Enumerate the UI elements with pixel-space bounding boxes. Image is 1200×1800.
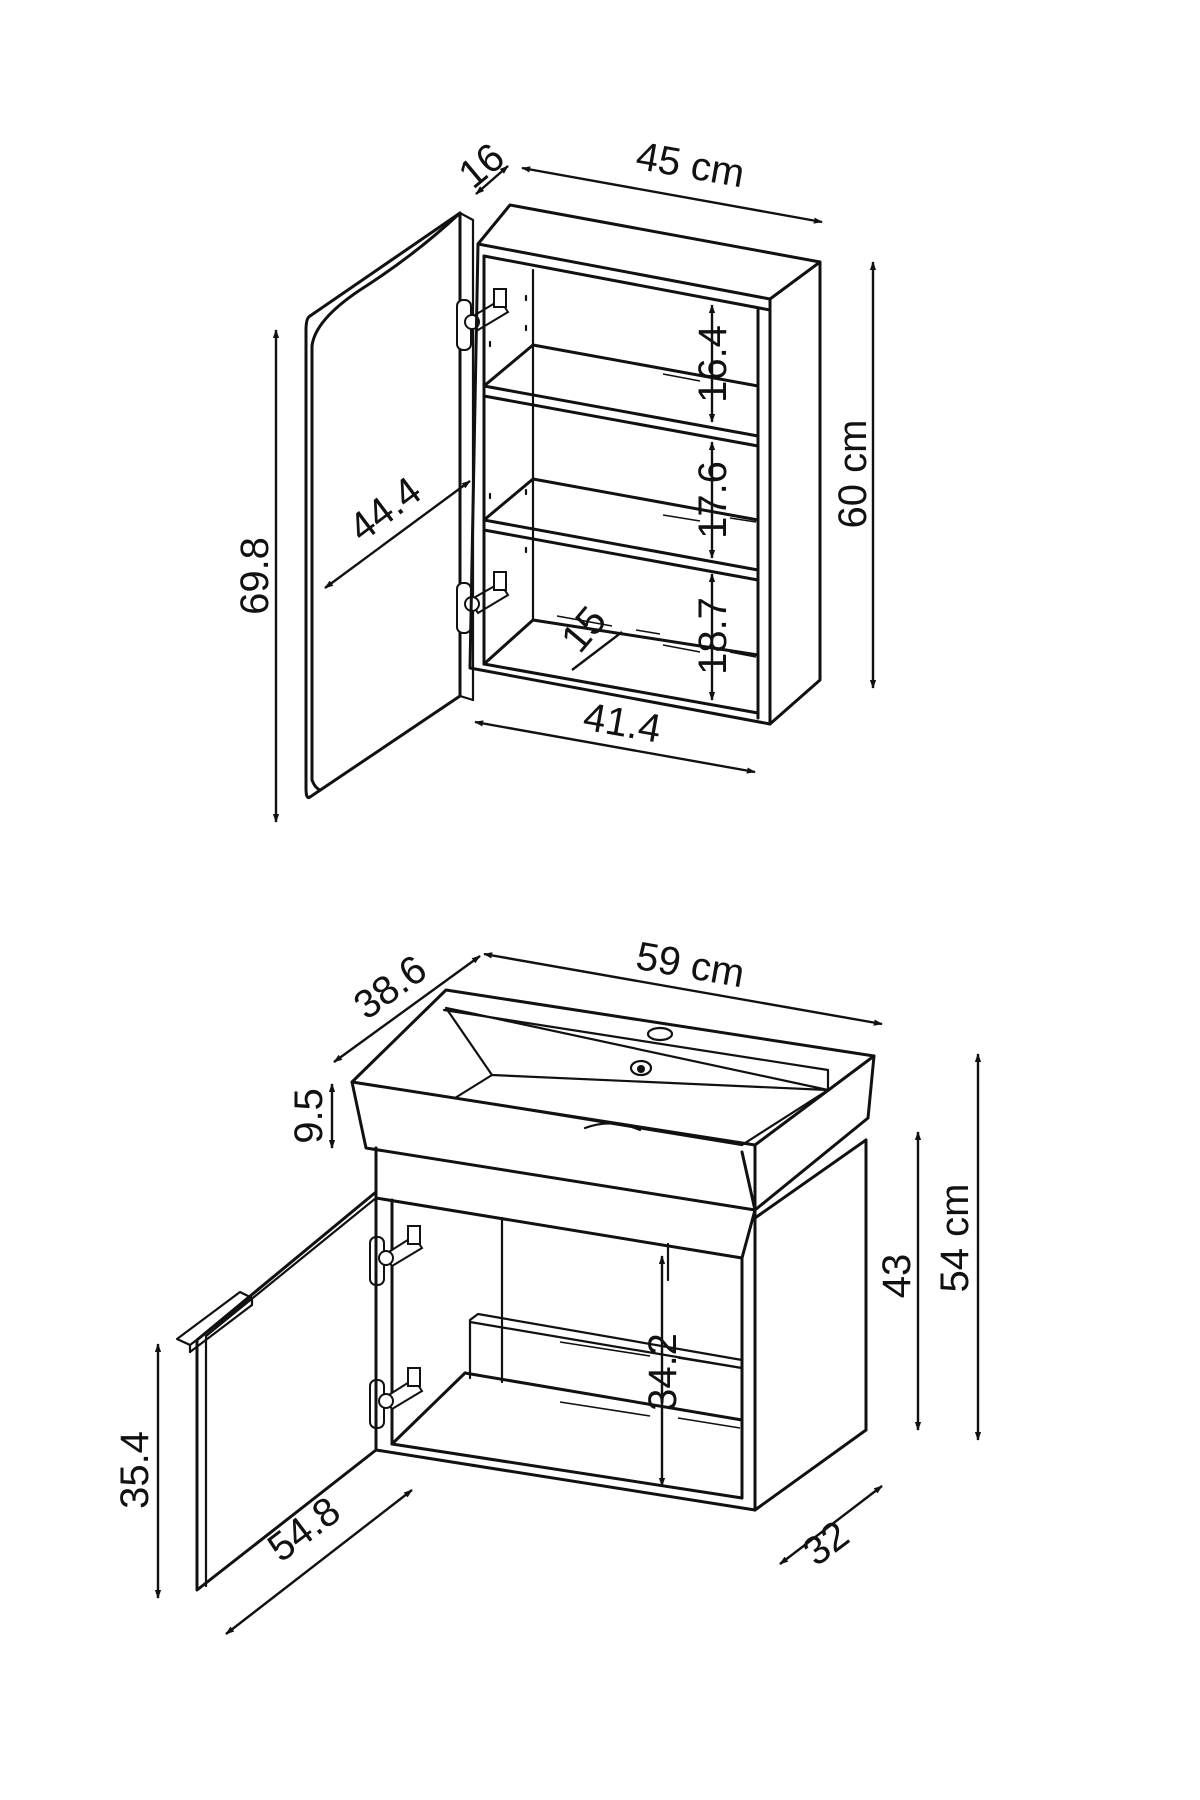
dim-label-shelf-middle: 17.6 [691, 461, 735, 539]
hinge-icon [369, 1367, 424, 1429]
dimension-cabinet-depth: 32 [779, 1485, 883, 1575]
dimension-cabinet-height: 60 cm [831, 261, 877, 689]
dim-label-door-width: 44.4 [341, 469, 430, 551]
dimension-vanity-total-height: 54 cm [933, 1053, 982, 1441]
dim-label-cabinet-height: 43 [875, 1254, 919, 1299]
dim-label-vanity-width: 59 cm [633, 934, 748, 996]
dimension-door-height: 69.8 [233, 329, 280, 823]
dim-label-inner-height: 34.2 [641, 1333, 685, 1411]
dim-label-cabinet-depth: 16 [450, 135, 512, 197]
mirror-cabinet-body [468, 203, 822, 726]
vanity-unit: 38.6 59 cm 9.5 54 cm 43 34. [113, 934, 982, 1635]
dim-label-shelf-top: 16.4 [691, 325, 735, 403]
hinge-icon [369, 1225, 424, 1286]
shelf [482, 477, 760, 582]
handle-icon [175, 1290, 254, 1354]
dim-label-door-height: 35.4 [113, 1431, 157, 1509]
dimension-vanity-depth: 38.6 [333, 947, 481, 1063]
mirror-cabinet: 69.8 44.4 16 45 cm 60 cm 16.4 [233, 134, 877, 823]
shelf [482, 343, 760, 448]
dimension-cabinet-depth: 16 [450, 135, 512, 197]
dim-label-cabinet-height: 60 cm [831, 420, 875, 529]
dimension-cabinet-height: 43 [875, 1131, 922, 1431]
vanity-cabinet [374, 1138, 868, 1512]
dimension-cabinet-width: 45 cm [521, 134, 823, 224]
dimension-door-width: 44.4 [324, 469, 471, 589]
dim-label-door-width: 54.8 [260, 1489, 349, 1571]
dimension-inner-height: 34.2 [559, 1255, 741, 1487]
dimension-vanity-width: 59 cm [483, 934, 883, 1026]
dim-label-basin-height: 9.5 [287, 1088, 331, 1144]
dimension-door-height: 35.4 [113, 1343, 162, 1599]
vanity-door [195, 1190, 378, 1592]
dimension-shelf-depth: 15 [553, 598, 661, 671]
dim-label-vanity-total-height: 54 cm [933, 1184, 977, 1293]
dimension-door-width: 54.8 [225, 1489, 413, 1635]
dim-label-shelf-bottom: 18.7 [691, 597, 735, 675]
dim-label-cabinet-width: 45 cm [633, 134, 748, 196]
dimension-shelf-middle: 17.6 [662, 441, 757, 559]
dim-label-shelf-depth: 15 [553, 598, 615, 660]
washbasin [350, 988, 876, 1212]
dimension-shelf-top: 16.4 [662, 304, 757, 423]
dim-label-cabinet-depth: 32 [795, 1513, 857, 1575]
hinge-icon [456, 288, 510, 351]
dim-label-door-height: 69.8 [233, 537, 277, 615]
dimension-shelf-bottom: 18.7 [662, 573, 757, 701]
dimension-basin-height: 9.5 [287, 1083, 336, 1149]
